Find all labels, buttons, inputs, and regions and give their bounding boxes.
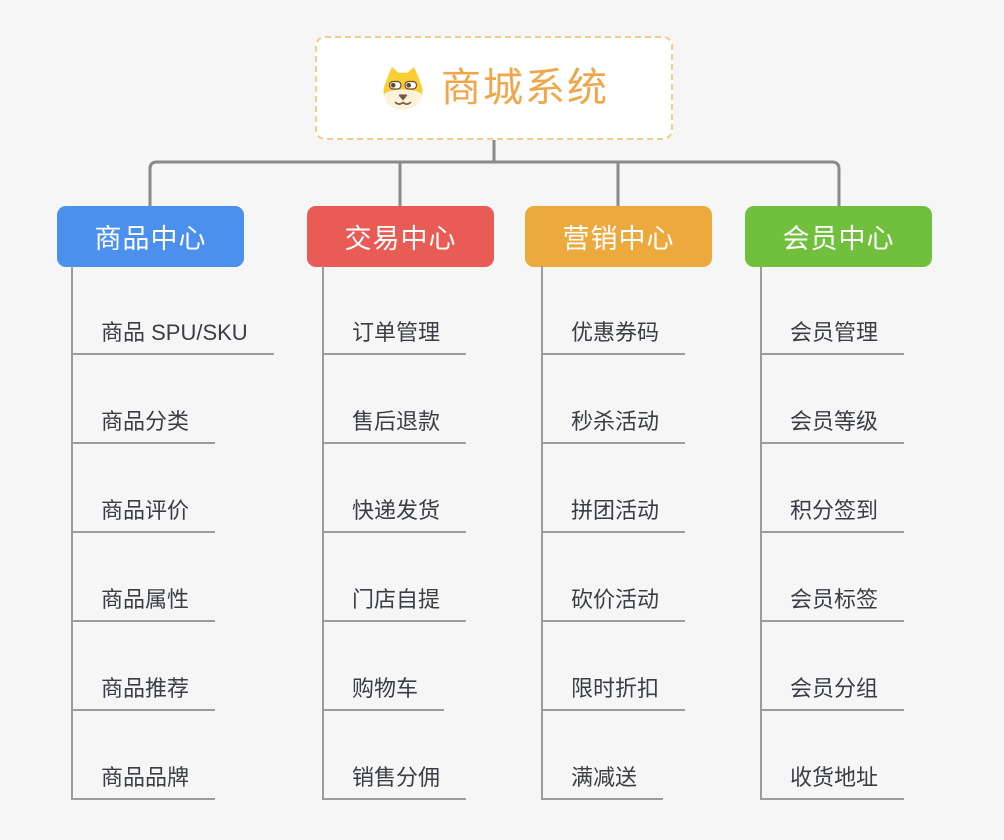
children-column-marketing-center: 优惠券码 秒杀活动 拼团活动 砍价活动 限时折扣 满减送 [541,266,686,800]
root-node-label: 商城系统 [441,66,609,110]
child-node[interactable]: 优惠券码 [543,320,686,355]
branch-label: 交易中心 [344,224,457,254]
branch-label: 会员中心 [782,224,895,254]
child-node[interactable]: 会员等级 [762,409,905,444]
child-node[interactable]: 商品评价 [73,498,216,533]
children-column-trade-center: 订单管理 售后退款 快递发货 门店自提 购物车 销售分佣 [322,266,467,800]
child-node[interactable]: 积分签到 [762,498,905,533]
child-node[interactable]: 拼团活动 [543,498,686,533]
child-node[interactable]: 门店自提 [324,587,467,622]
child-node[interactable]: 售后退款 [324,409,467,444]
child-node[interactable]: 满减送 [543,765,664,800]
branch-node-trade-center[interactable]: 交易中心 [307,206,494,267]
children-column-product-center: 商品 SPU/SKU 商品分类 商品评价 商品属性 商品推荐 商品品牌 [71,266,274,800]
child-node[interactable]: 商品推荐 [73,676,216,711]
child-node[interactable]: 订单管理 [324,320,467,355]
child-node[interactable]: 收货地址 [762,765,905,800]
branch-node-product-center[interactable]: 商品中心 [57,206,244,267]
child-node[interactable]: 会员管理 [762,320,905,355]
root-node-mall-system[interactable]: 商城系统 [315,36,673,140]
branch-label: 商品中心 [94,224,207,254]
child-node[interactable]: 砍价活动 [543,587,686,622]
branch-node-member-center[interactable]: 会员中心 [745,206,932,267]
children-column-member-center: 会员管理 会员等级 积分签到 会员标签 会员分组 收货地址 [760,266,905,800]
child-node[interactable]: 会员标签 [762,587,905,622]
child-node[interactable]: 商品属性 [73,587,216,622]
branch-label: 营销中心 [562,224,675,254]
child-node[interactable]: 会员分组 [762,676,905,711]
child-node[interactable]: 商品品牌 [73,765,216,800]
dog-face-icon [383,67,423,110]
child-node[interactable]: 限时折扣 [543,676,686,711]
child-node[interactable]: 商品 SPU/SKU [73,320,274,355]
child-node[interactable]: 销售分佣 [324,765,467,800]
child-node[interactable]: 商品分类 [73,409,216,444]
branch-node-marketing-center[interactable]: 营销中心 [525,206,712,267]
child-node[interactable]: 购物车 [324,676,445,711]
child-node[interactable]: 秒杀活动 [543,409,686,444]
child-node[interactable]: 快递发货 [324,498,467,533]
